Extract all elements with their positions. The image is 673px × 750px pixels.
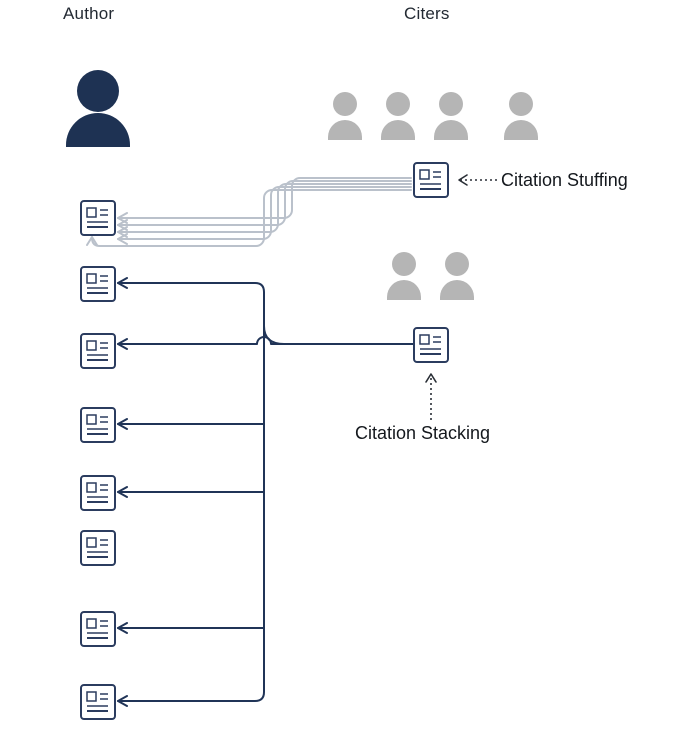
- stuffing-arrow: [117, 180, 412, 226]
- stuffing-arrow: [91, 189, 412, 247]
- author-column-title: Author: [63, 4, 115, 23]
- stacking-citers-group: [387, 252, 474, 300]
- citation-stacking-label: Citation Stacking: [355, 423, 491, 443]
- citer-person-icon: [381, 92, 415, 140]
- citation-stuffing-arrows: [86, 177, 412, 247]
- author-paper-icon: [80, 200, 116, 236]
- citer-person-icon: [440, 252, 474, 300]
- author-paper-icon: [80, 407, 116, 443]
- stacking-citer-paper-icon: [413, 327, 449, 363]
- arrowhead: [425, 373, 437, 383]
- arrowhead: [117, 338, 128, 350]
- arrowhead: [117, 277, 128, 289]
- annotation-arrows: [425, 174, 497, 420]
- arrowhead: [117, 233, 128, 245]
- stuffing-citer-paper-icon: [413, 162, 449, 198]
- citer-person-icon: [328, 92, 362, 140]
- author-paper-icon: [80, 475, 116, 511]
- author-paper-icon: [80, 266, 116, 302]
- author-paper-icon: [80, 611, 116, 647]
- arrowhead: [458, 174, 468, 186]
- stuffing-arrow: [117, 183, 412, 233]
- stuffing-arrow: [117, 177, 412, 219]
- citation-stacking-lines: [117, 277, 415, 707]
- paper-icons-group: [80, 162, 449, 720]
- citation-stuffing-label: Citation Stuffing: [501, 170, 628, 190]
- citer-person-icon: [504, 92, 538, 140]
- author-paper-icon: [80, 333, 116, 369]
- stacking-main-line: [117, 336, 415, 345]
- citer-person-icon: [434, 92, 468, 140]
- author-paper-icon: [80, 684, 116, 720]
- arrowhead: [117, 418, 128, 430]
- citers-column-title: Citers: [404, 4, 450, 23]
- arrowhead: [86, 236, 98, 246]
- arrowhead: [117, 695, 128, 707]
- author-paper-icon: [80, 530, 116, 566]
- stuffing-citers-group: [328, 92, 538, 140]
- citer-person-icon: [387, 252, 421, 300]
- arrowhead: [117, 486, 128, 498]
- arrowhead: [117, 622, 128, 634]
- stuffing-arrow: [117, 186, 412, 240]
- stacking-junction-curve: [263, 325, 285, 345]
- author-person-icon: [66, 70, 130, 147]
